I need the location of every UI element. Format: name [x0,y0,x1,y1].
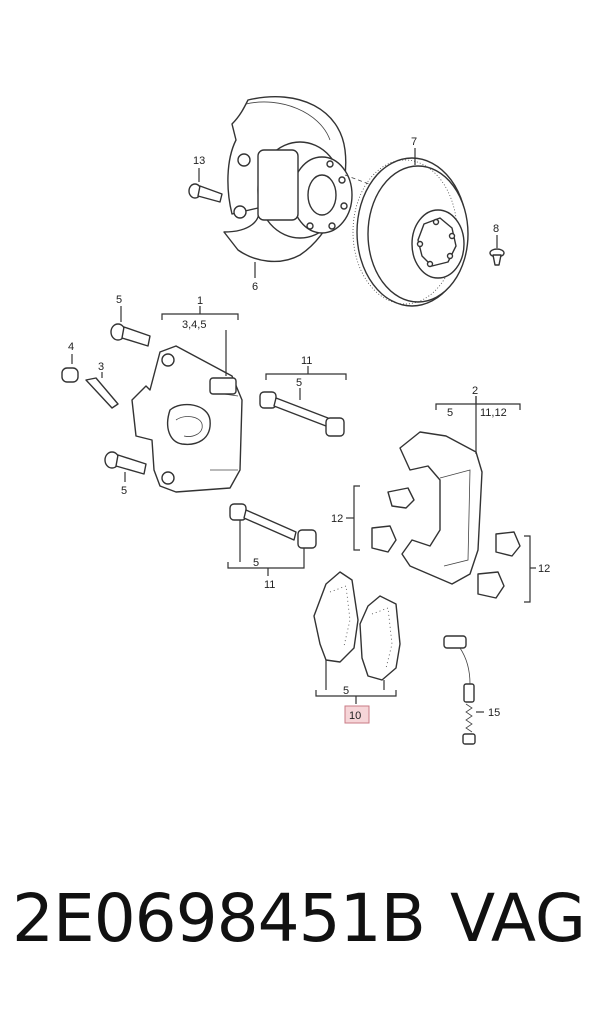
bleeder-valve [61,354,119,409]
footer: 2E0698451B VAG [0,880,600,990]
label-5-pin-bottom: 5 [253,557,259,569]
label-8: 8 [493,223,499,235]
part-number: 2E0698451B [12,880,426,957]
hub-bolt [188,168,223,203]
label-1: 1 [197,295,203,307]
disc-screw [489,235,505,266]
brake-pad-left [313,571,359,663]
label-5-bottom: 5 [121,485,127,497]
bracket-lines [161,306,536,704]
brake-assembly-diagram: 13 7 8 6 5 1 3,4,5 4 3 11 5 2 5 11,12 5 … [61,96,550,745]
label-12-right: 12 [538,563,550,575]
brake-disc [352,148,469,307]
brand-name: VAG [449,880,586,957]
label-11-top: 11 [301,355,312,367]
label-5-carrier: 5 [447,407,453,419]
label-11-12: 11,12 [480,407,507,419]
label-12-left: 12 [331,513,343,525]
caliper-bolt-top [110,306,151,347]
label-3: 3 [98,361,104,373]
label-6: 6 [252,281,258,293]
label-10: 10 [349,710,361,722]
brake-pad-right [359,595,401,681]
label-11-bottom: 11 [264,579,275,591]
wear-sensor [443,635,484,745]
label-3-4-5: 3,4,5 [182,319,206,331]
label-5-pads: 5 [343,685,349,697]
label-4: 4 [68,341,74,353]
pad-clip-upper [371,487,415,553]
label-7: 7 [411,136,417,148]
label-5-top: 5 [116,294,122,306]
label-13: 13 [193,155,205,167]
label-5-pin-top: 5 [296,377,302,389]
label-2: 2 [472,385,478,397]
pad-clip-lower [477,531,521,599]
guide-pin-bottom [229,503,317,549]
wheel-hub [233,141,386,239]
brake-caliper [131,330,243,493]
highlight-box-10 [344,705,370,724]
caliper-bolt-bottom [104,451,147,482]
label-15: 15 [488,707,500,719]
guide-pin-top [259,391,345,437]
caliper-carrier [399,396,483,585]
